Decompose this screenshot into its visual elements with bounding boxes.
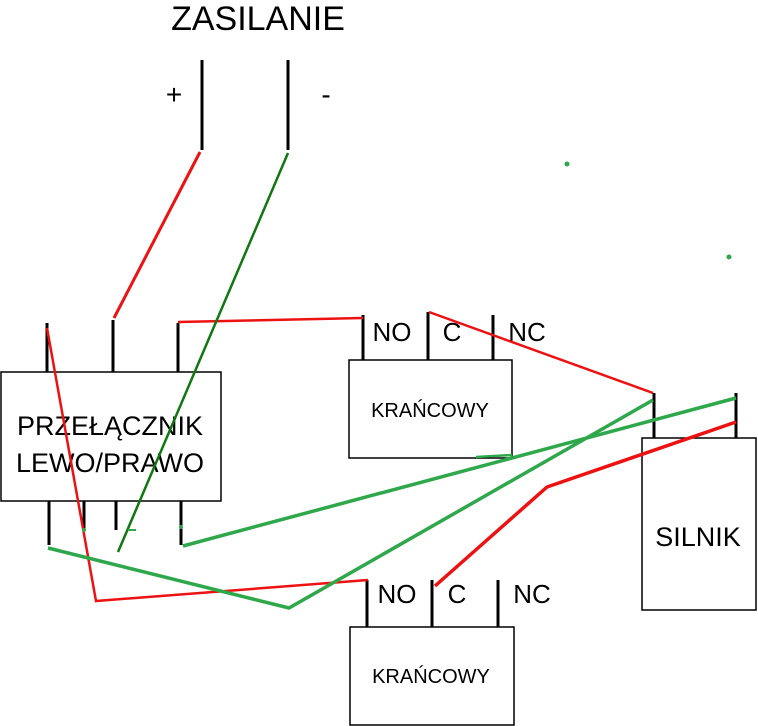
stray-dot-4 [179, 525, 183, 529]
stray-dot-1 [564, 161, 570, 167]
limit-bottom-c-label: C [448, 579, 467, 609]
limit-top-no-label: NO [373, 317, 412, 347]
motor-box [641, 437, 757, 611]
green-wire-switch-to-motor [182, 396, 737, 548]
motor-label: SILNIK [655, 522, 741, 552]
switch-label-line2: LEWO/PRAWO [16, 448, 204, 478]
power-minus-label: - [321, 79, 330, 110]
green-wire-power-minus [116, 152, 290, 553]
limit-bottom-nc-label: NC [513, 579, 551, 609]
limit-top-label: KRAŃCOWY [371, 399, 489, 422]
red-wire-limit-top-to-motor [428, 310, 654, 395]
red-wire-switch-to-limit-top [177, 316, 364, 324]
red-wire-switch-to-limit-bottom [45, 327, 369, 603]
limit-top-box [348, 359, 513, 459]
stray-dot-3 [82, 528, 86, 532]
limit-bottom-box [349, 626, 515, 726]
limit-bottom-no-label: NO [378, 579, 417, 609]
red-wire-power-plus [112, 151, 202, 319]
power-plus-label: + [166, 79, 182, 110]
red-wire-limit-bottom-to-motor [433, 420, 737, 588]
green-wire-fragment [475, 453, 513, 459]
power-title: ZASILANIE [171, 0, 345, 38]
limit-bottom-label: KRAŃCOWY [372, 665, 490, 688]
green-wire-switch-to-motor-2 [47, 398, 654, 610]
limit-top-c-label: C [443, 317, 462, 347]
stray-dot-2 [726, 254, 732, 260]
